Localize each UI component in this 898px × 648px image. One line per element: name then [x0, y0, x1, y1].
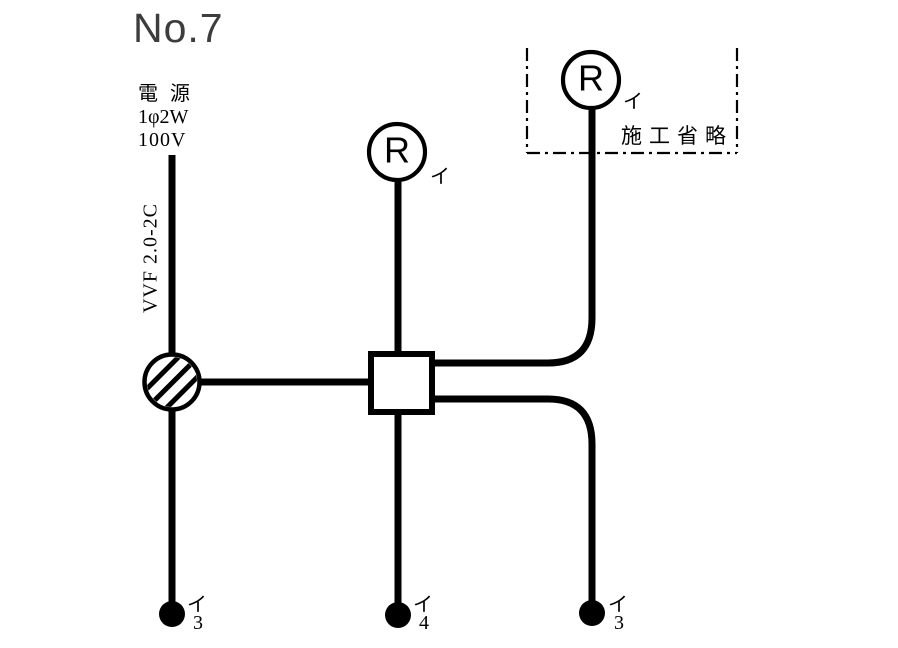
wire-outletbox-to-switch-right	[432, 395, 596, 601]
switch-ways-left: 3	[193, 612, 203, 634]
wires	[168, 106, 596, 604]
power-source-phase: 1φ2W	[138, 106, 189, 128]
wire-outletbox-to-receptacle-right	[432, 106, 596, 367]
switch-circuit-middle: イ	[413, 594, 433, 616]
cable-type-label: VVF 2.0-2C	[139, 202, 162, 314]
receptacle-circle-right	[560, 49, 622, 111]
switch-ways-right: 3	[614, 612, 624, 634]
receptacle-circuit-right: イ	[623, 91, 643, 113]
joint-box-symbol	[142, 352, 202, 412]
receptacle-letter-top: R	[384, 129, 410, 171]
receptacle-letter-right: R	[578, 57, 604, 99]
joint-box-hatching	[147, 357, 197, 407]
switch-ways-middle: 4	[419, 612, 429, 634]
switch-dot-left	[159, 601, 185, 627]
switch-dot-right	[579, 600, 605, 626]
omission-note: 施工省略	[621, 124, 733, 148]
switch-circuit-right: イ	[608, 594, 628, 616]
outlet-box-symbol	[368, 351, 435, 415]
power-source-label: 電 源 1φ2W 100V	[138, 83, 190, 152]
switch-dot-middle	[385, 602, 411, 628]
power-source-voltage: 100V	[138, 129, 187, 151]
receptacle-circuit-top: イ	[430, 166, 450, 188]
diagram-title: No.7	[133, 5, 224, 51]
power-source-name: 電 源	[138, 83, 190, 105]
omission-area-boundary	[525, 48, 739, 155]
receptacle-circle-top	[366, 121, 428, 183]
switch-circuit-left: イ	[187, 594, 207, 616]
